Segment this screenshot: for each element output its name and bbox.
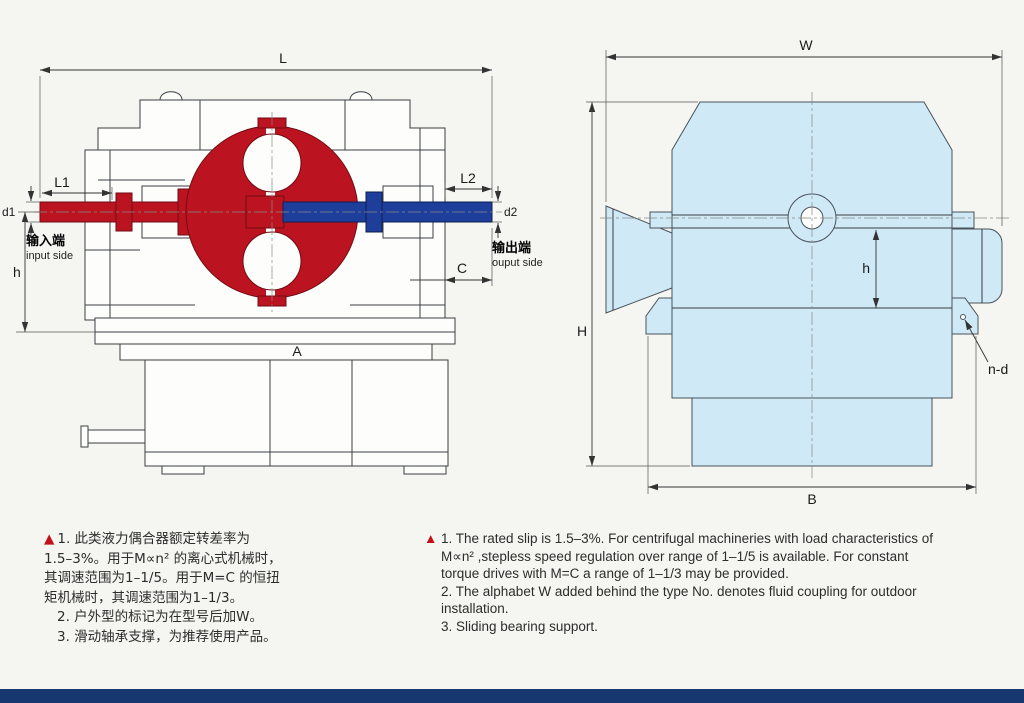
footer-bar [0, 689, 1024, 703]
dim-label-n-d: n-d [988, 361, 1008, 377]
output-side-label-en: ouput side [492, 257, 543, 269]
dim-label-B: B [807, 491, 816, 507]
dim-label-L: L [279, 50, 287, 66]
note-line: M∝n² ,stepless speed regulation over ran… [441, 548, 909, 564]
output-side-label-cn: 输出端 [492, 240, 531, 256]
note-line: 2. The alphabet W added behind the type … [441, 583, 917, 599]
note-line: ▲1. 此类液力偶合器额定转差率为 [44, 530, 396, 550]
drain-pipe-flange [80, 425, 89, 448]
output-bearing-housing [951, 228, 1003, 304]
oil-tank [144, 359, 449, 467]
note-line: 1.5–3%。用于M∝n² 的离心式机械时， [44, 550, 282, 567]
dim-label-C: C [457, 260, 467, 276]
tank-foot-left [161, 465, 205, 475]
right-view-end-drawing: W H h n-d B [577, 37, 1012, 507]
note-marker-icon: ▲ [424, 531, 438, 546]
breather-cap-right [349, 91, 373, 101]
flange-fin-right [949, 211, 975, 229]
note-line: 3. Sliding bearing support. [441, 618, 598, 634]
dim-label-L1: L1 [54, 174, 70, 190]
note-line: 其调速范围为1–1/5。用于M=C 的恒扭 [44, 570, 280, 586]
dim-label-W: W [799, 37, 813, 53]
note-line: 3. 滑动轴承支撑，为推荐使用产品。 [57, 628, 277, 645]
notes-chinese: ▲1. 此类液力偶合器额定转差率为 1.5–3%。用于M∝n² 的离心式机械时，… [44, 530, 396, 647]
dim-label-h-right: h [862, 260, 870, 276]
dim-label-h-left: h [13, 264, 21, 280]
left-view-sectional-drawing: L L1 L2 d1 d2 h C A [2, 50, 543, 475]
dim-label-A: A [292, 343, 302, 359]
drain-pipe [87, 429, 146, 444]
input-side-label-cn: 输入端 [26, 233, 65, 249]
note-line: torque drives with M=C a range of 1–1/3 … [441, 566, 789, 581]
note-marker-icon: ▲ [44, 531, 55, 547]
mount-foot-left [645, 297, 673, 335]
tank-internal-lines [145, 360, 448, 466]
dim-label-d1: d1 [2, 205, 16, 219]
dim-label-d2: d2 [504, 205, 518, 219]
base-plate-upper [94, 317, 456, 333]
right-view-dimensions: W H h n-d B [577, 37, 1008, 507]
fluid-coupling-technical-drawing: L L1 L2 d1 d2 h C A [2, 37, 1012, 507]
note-text: 1. 此类液力偶合器额定转差率为 [57, 531, 251, 547]
dim-label-L2: L2 [460, 170, 476, 186]
note-line: installation. [441, 601, 509, 616]
tank-foot-right [403, 465, 447, 475]
tank-flange [119, 343, 433, 361]
notes-english: ▲ 1. The rated slip is 1.5–3%. For centr… [424, 530, 1024, 635]
breather-cap-left [159, 91, 183, 101]
note-line: 1. The rated slip is 1.5–3%. For centrif… [441, 531, 933, 546]
base-plate-lower [94, 331, 456, 345]
left-view-dimensions: L L1 L2 d1 d2 h C A [2, 50, 518, 359]
note-line: 矩机械时，其调速范围为1–1/3。 [44, 589, 244, 606]
foot-bolt-hole [960, 314, 966, 320]
flange-fin-left [649, 211, 675, 229]
dim-label-H: H [577, 323, 587, 339]
note-line: 2. 户外型的标记为在型号后加W。 [57, 609, 264, 625]
input-side-label-en: input side [26, 250, 73, 262]
